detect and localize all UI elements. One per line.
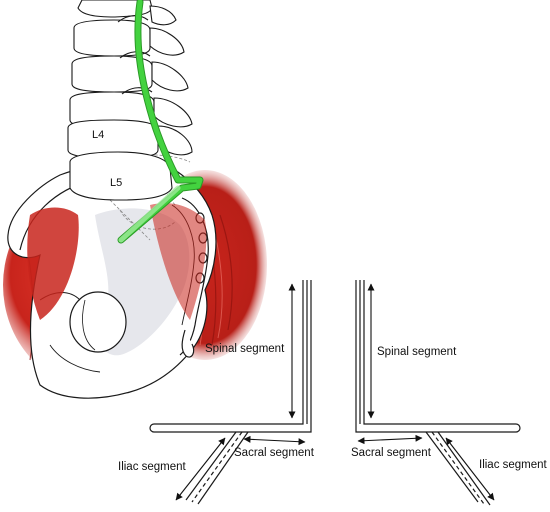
sacral-segment-label-left: Sacral segment bbox=[234, 447, 315, 459]
spinal-segment-label-left: Spinal segment bbox=[205, 343, 285, 355]
schematic-left: Spinal segment Sacral segment Iliac segm… bbox=[118, 280, 315, 505]
sacral-segment-arrow-left bbox=[243, 435, 306, 446]
spinal-segment-label-right: Spinal segment bbox=[377, 346, 457, 358]
rod-outline-right bbox=[355, 280, 521, 506]
sacral-segment-label-right: Sacral segment bbox=[351, 447, 432, 459]
iliac-segment-arrow-right bbox=[445, 437, 495, 501]
iliac-segment-label-left: Iliac segment bbox=[118, 461, 187, 473]
lumbar-spine bbox=[67, 0, 193, 201]
spinopelvic-rod bbox=[117, 0, 204, 244]
anatomy-illustration: L4 L5 bbox=[3, 0, 267, 399]
vertebra-label-l5: L5 bbox=[110, 177, 122, 189]
sacral-muscle-overlay bbox=[150, 203, 207, 320]
sacral-segment-arrow-right bbox=[357, 434, 423, 445]
iliac-segment-label-right: Iliac segment bbox=[479, 459, 548, 471]
vertebra-label-l4: L4 bbox=[92, 129, 104, 141]
schematic-right: Spinal segment Sacral segment Iliac segm… bbox=[351, 280, 548, 506]
iliac-segment-arrow-left bbox=[175, 437, 226, 501]
iliac-muscle-overlay bbox=[27, 207, 79, 320]
